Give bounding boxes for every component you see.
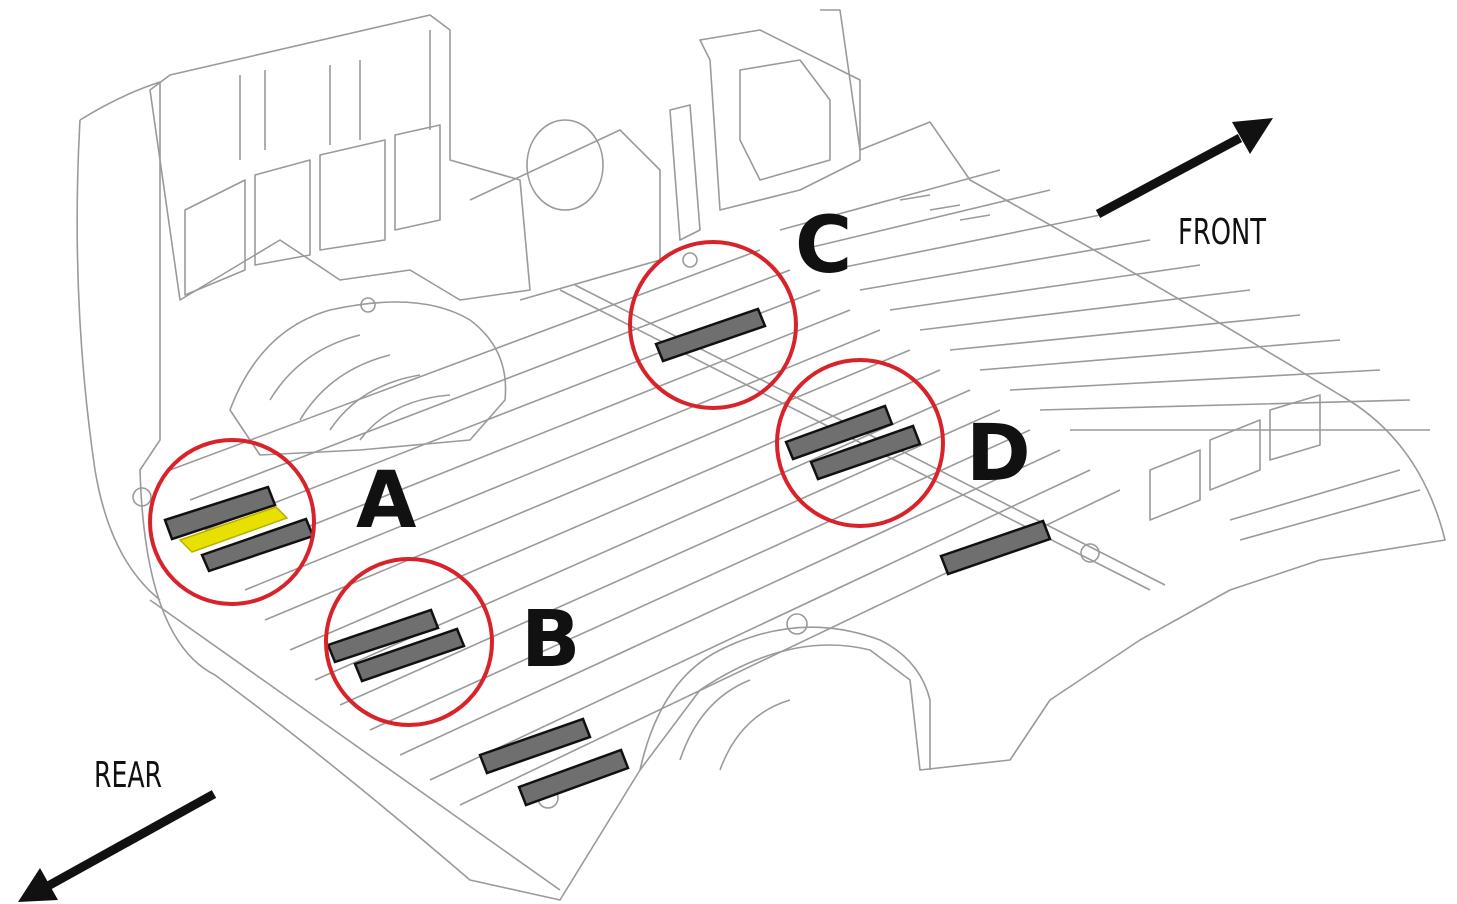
zone-a-circle xyxy=(148,438,316,606)
pad-extra-2 xyxy=(478,717,592,775)
pad-b-1 xyxy=(326,608,440,664)
rear-label: REAR xyxy=(94,755,162,796)
zone-d-circle xyxy=(775,358,945,528)
zone-c-label: C xyxy=(795,201,852,291)
floor-pads xyxy=(163,307,1052,807)
pad-d-1 xyxy=(784,404,894,461)
pad-c-1 xyxy=(654,307,767,363)
pad-extra-1 xyxy=(939,519,1052,576)
bed-line-art xyxy=(76,9,1446,901)
zone-c-circle xyxy=(628,240,798,410)
pad-extra-3 xyxy=(517,748,630,807)
pad-a-highlight xyxy=(178,506,289,553)
zone-circles xyxy=(148,240,945,727)
pad-d-2 xyxy=(809,424,922,481)
zone-b-circle xyxy=(324,557,494,727)
zone-d-label: D xyxy=(966,409,1031,499)
front-label: FRONT xyxy=(1178,212,1266,253)
zone-b-label: B xyxy=(521,595,580,685)
arrow-up-right-icon xyxy=(1095,118,1273,218)
zone-a-label: A xyxy=(356,456,416,546)
arrow-down-left-icon xyxy=(18,790,217,902)
pad-b-2 xyxy=(353,627,466,683)
pad-a-1 xyxy=(163,485,277,541)
